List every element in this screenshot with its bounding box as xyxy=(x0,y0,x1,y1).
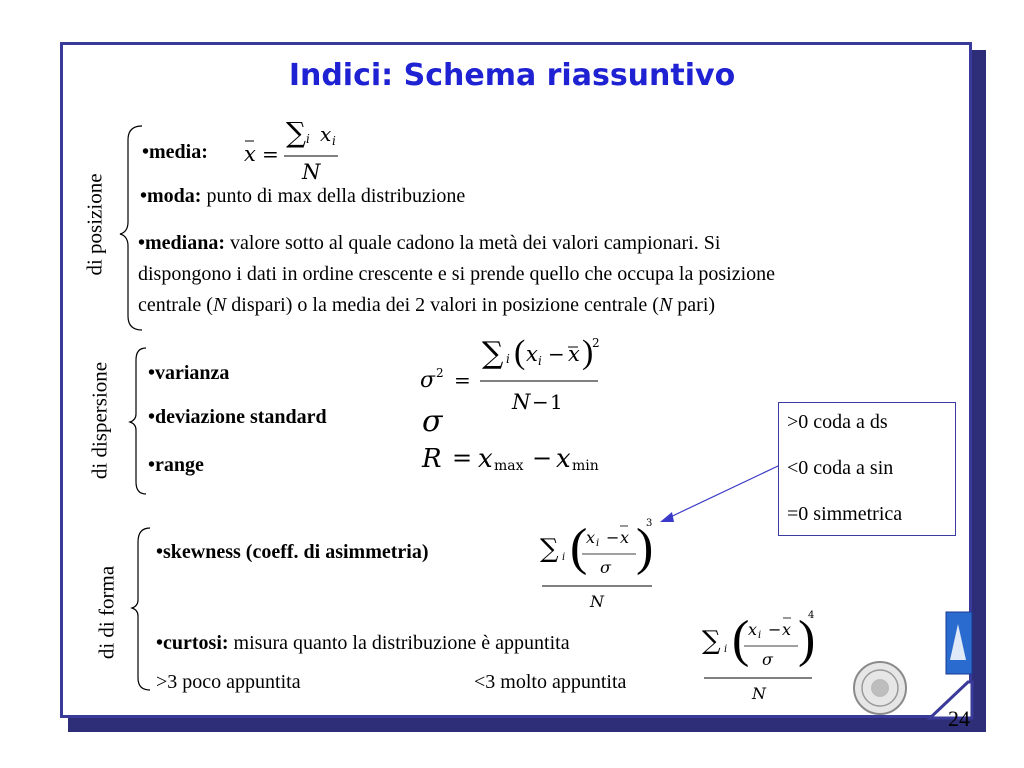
skewness-label: •skewness (coeff. di asimmetria) xyxy=(156,541,429,563)
mediana-paragraph: •mediana: valore sotto al quale cadono l… xyxy=(138,232,776,316)
skewness-formula: ∑ i ( x i − x σ ) 3 N xyxy=(540,518,654,611)
slide-frame xyxy=(60,42,972,718)
deviazione-label: •deviazione standard xyxy=(148,406,327,428)
box-line-positive: >0 coda a ds xyxy=(787,411,888,433)
box-line-zero: =0 simmetrica xyxy=(787,503,903,525)
curtosi-molto: <3 molto appuntita xyxy=(474,671,627,693)
arrow-head xyxy=(660,512,674,522)
page-curl xyxy=(926,680,974,720)
curtosi-row: •curtosi: misura quanto la distribuzione… xyxy=(156,632,570,654)
varianza-formula: σ 2 = ∑ i ( x i − x ) 2 N − 1 xyxy=(420,334,600,414)
curtosi-formula: ∑ i ( x i − x σ ) 4 N xyxy=(702,610,816,703)
skewness-interpretation-box: >0 coda a ds <0 coda a sin =0 simmetrica xyxy=(778,402,956,536)
moda-row: •moda: punto di max della distribuzione xyxy=(140,185,466,207)
arrow-line xyxy=(663,465,779,521)
brace-posizione xyxy=(119,125,143,331)
sd-formula: σ xyxy=(422,404,443,439)
box-line-negative: <0 coda a sin xyxy=(787,457,894,479)
range-formula: R = x max − x min xyxy=(422,444,599,474)
brace-dispersione xyxy=(128,347,147,495)
curtosi-poco: >3 poco appuntita xyxy=(156,671,301,693)
range-label: •range xyxy=(148,454,204,476)
media-formula: x = ∑ i x i N xyxy=(244,116,336,184)
brace-forma xyxy=(130,527,151,691)
media-label: •media: xyxy=(142,141,208,163)
varianza-label: •varianza xyxy=(148,362,230,384)
page-number: 24 xyxy=(948,706,970,731)
slide-title: Indici: Schema riassuntivo xyxy=(288,58,736,93)
